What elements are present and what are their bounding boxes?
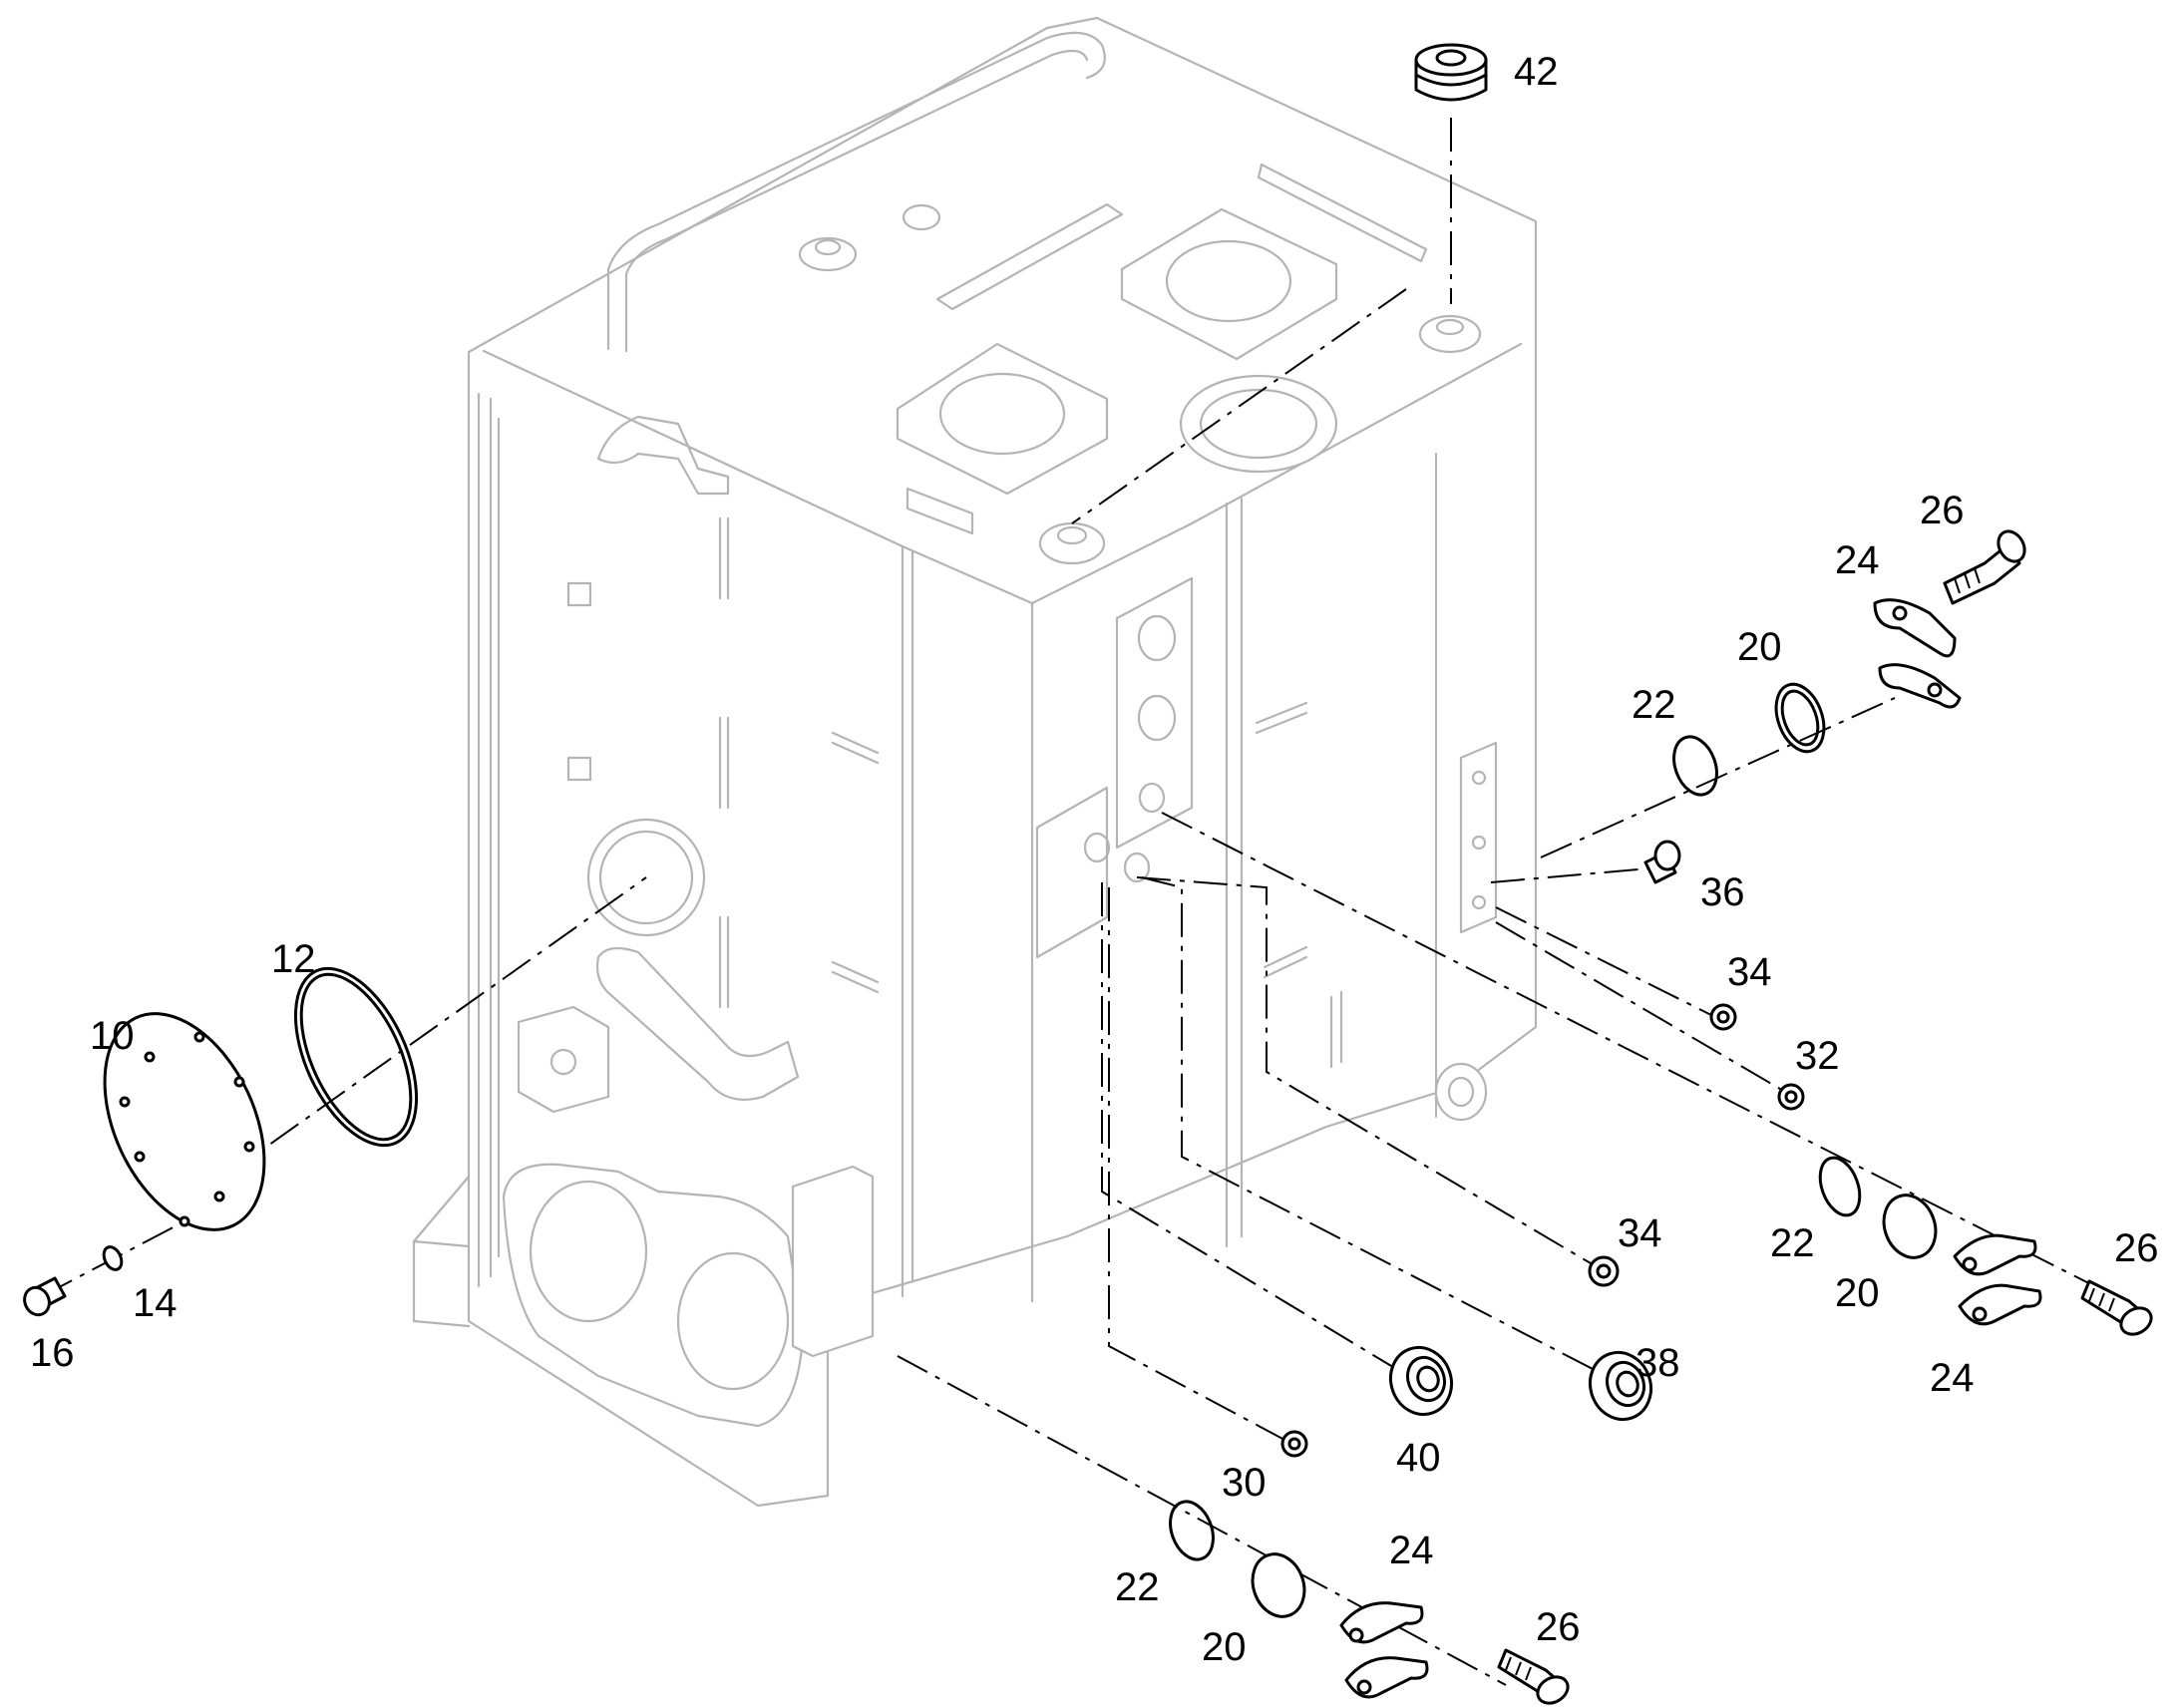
callout-14: 14 bbox=[133, 1281, 178, 1325]
callout-38: 38 bbox=[1635, 1341, 1680, 1385]
callout-20-bottom: 20 bbox=[1202, 1625, 1247, 1669]
ring-22-top-icon bbox=[1672, 735, 1718, 797]
callouts: 42 26 24 20 22 36 34 32 12 10 14 16 22 2… bbox=[30, 50, 2159, 1669]
callout-26-mid: 26 bbox=[2114, 1226, 2159, 1270]
clamp-24-mid-icon bbox=[1953, 1233, 2042, 1326]
callout-24-bottom: 24 bbox=[1389, 1529, 1434, 1572]
oring-12-icon bbox=[293, 966, 419, 1148]
screw-26-bottom-icon bbox=[1497, 1648, 1570, 1705]
axis-plug-36 bbox=[1490, 866, 1661, 883]
axis-plug-40 bbox=[1101, 882, 1417, 1382]
parts bbox=[23, 43, 2153, 1705]
axis-plug-34b bbox=[1136, 876, 1597, 1267]
plug-36-icon bbox=[1643, 840, 1681, 884]
clamp-24-bottom-icon bbox=[1339, 1601, 1429, 1699]
plug-38-icon bbox=[1589, 1350, 1652, 1422]
oring-20-mid-icon bbox=[1882, 1194, 1938, 1259]
callout-30: 30 bbox=[1222, 1461, 1267, 1505]
axis-plug-42-to-boss bbox=[1071, 288, 1407, 524]
callout-24-mid: 24 bbox=[1930, 1356, 1975, 1400]
axis-flange-bottom bbox=[897, 1355, 1507, 1686]
callout-22-top: 22 bbox=[1632, 683, 1676, 727]
callout-20-mid: 20 bbox=[1835, 1271, 1880, 1315]
oring-20-top-icon bbox=[1774, 682, 1826, 754]
screw-26-mid-icon bbox=[2080, 1279, 2153, 1336]
screw-16-icon bbox=[23, 1276, 67, 1317]
callout-24-top: 24 bbox=[1835, 538, 1880, 582]
callout-40: 40 bbox=[1396, 1436, 1441, 1480]
plug-34a-icon bbox=[1709, 1003, 1737, 1031]
callout-22-mid: 22 bbox=[1770, 1221, 1815, 1265]
axis-cover-10-12 bbox=[223, 876, 647, 1178]
plug-40-icon bbox=[1389, 1345, 1453, 1417]
axis-flange-mid-right bbox=[1161, 812, 2125, 1302]
plug-32-icon bbox=[1777, 1083, 1805, 1111]
axis-plug-34a bbox=[1495, 906, 1716, 1018]
washer-14-icon bbox=[102, 1245, 124, 1271]
callout-12: 12 bbox=[271, 937, 316, 981]
callout-20-top: 20 bbox=[1737, 625, 1782, 669]
callout-34-upper: 34 bbox=[1727, 950, 1772, 994]
callout-34-lower: 34 bbox=[1618, 1211, 1662, 1255]
gearbox-housing bbox=[412, 16, 1538, 1508]
clamp-24-top-icon bbox=[1873, 598, 1962, 709]
callout-36: 36 bbox=[1700, 870, 1745, 914]
callout-26-top: 26 bbox=[1920, 489, 1965, 532]
callout-22-bottom: 22 bbox=[1115, 1565, 1160, 1609]
callout-10: 10 bbox=[90, 1014, 135, 1058]
axis-plug-30 bbox=[1108, 887, 1287, 1442]
plug-30-icon bbox=[1280, 1430, 1308, 1458]
cover-10-icon bbox=[103, 1012, 266, 1231]
callout-42: 42 bbox=[1514, 50, 1559, 94]
ring-22-mid-icon bbox=[1818, 1156, 1862, 1217]
oring-20-bottom-icon bbox=[1251, 1552, 1306, 1618]
callout-26-bottom: 26 bbox=[1536, 1605, 1581, 1649]
callout-32: 32 bbox=[1795, 1034, 1840, 1078]
ring-22-bottom-icon bbox=[1169, 1500, 1215, 1561]
plug-42-icon bbox=[1414, 43, 1488, 102]
axis-plug-32 bbox=[1495, 921, 1786, 1093]
plug-34b-icon bbox=[1588, 1255, 1620, 1287]
screw-26-top-icon bbox=[1943, 529, 2026, 605]
axis-plug-38 bbox=[1141, 876, 1627, 1387]
callout-16: 16 bbox=[30, 1331, 75, 1375]
